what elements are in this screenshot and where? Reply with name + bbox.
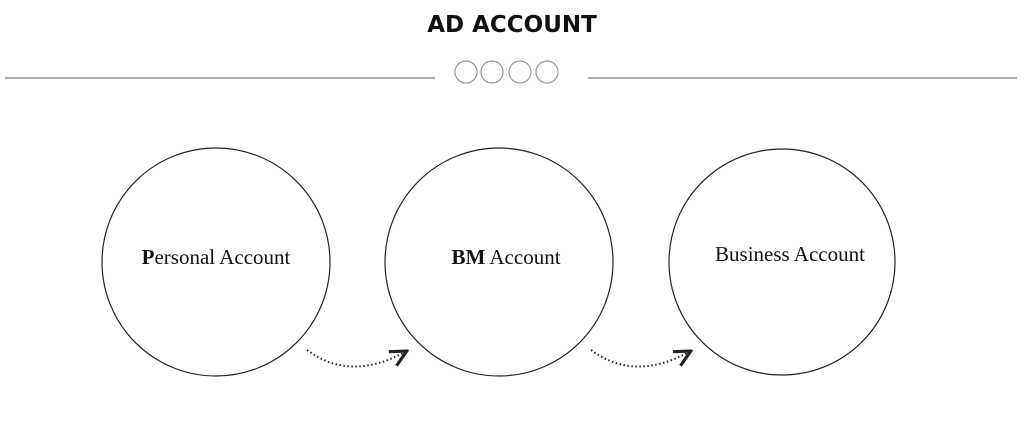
- node-label-personal: Personal Account: [141, 245, 291, 269]
- node-circle-personal: [101, 147, 331, 377]
- decorative-dots: [454, 60, 559, 84]
- node-label-business: Business Account: [715, 242, 865, 266]
- arrow-bm-to-business: [590, 349, 689, 368]
- node-circle-business: [668, 148, 896, 376]
- page-title: AD ACCOUNT: [427, 12, 597, 38]
- node-circle-bm: [384, 147, 614, 377]
- arrow-personal-to-bm: [306, 349, 405, 368]
- node-label-bm: BM Account: [451, 245, 561, 269]
